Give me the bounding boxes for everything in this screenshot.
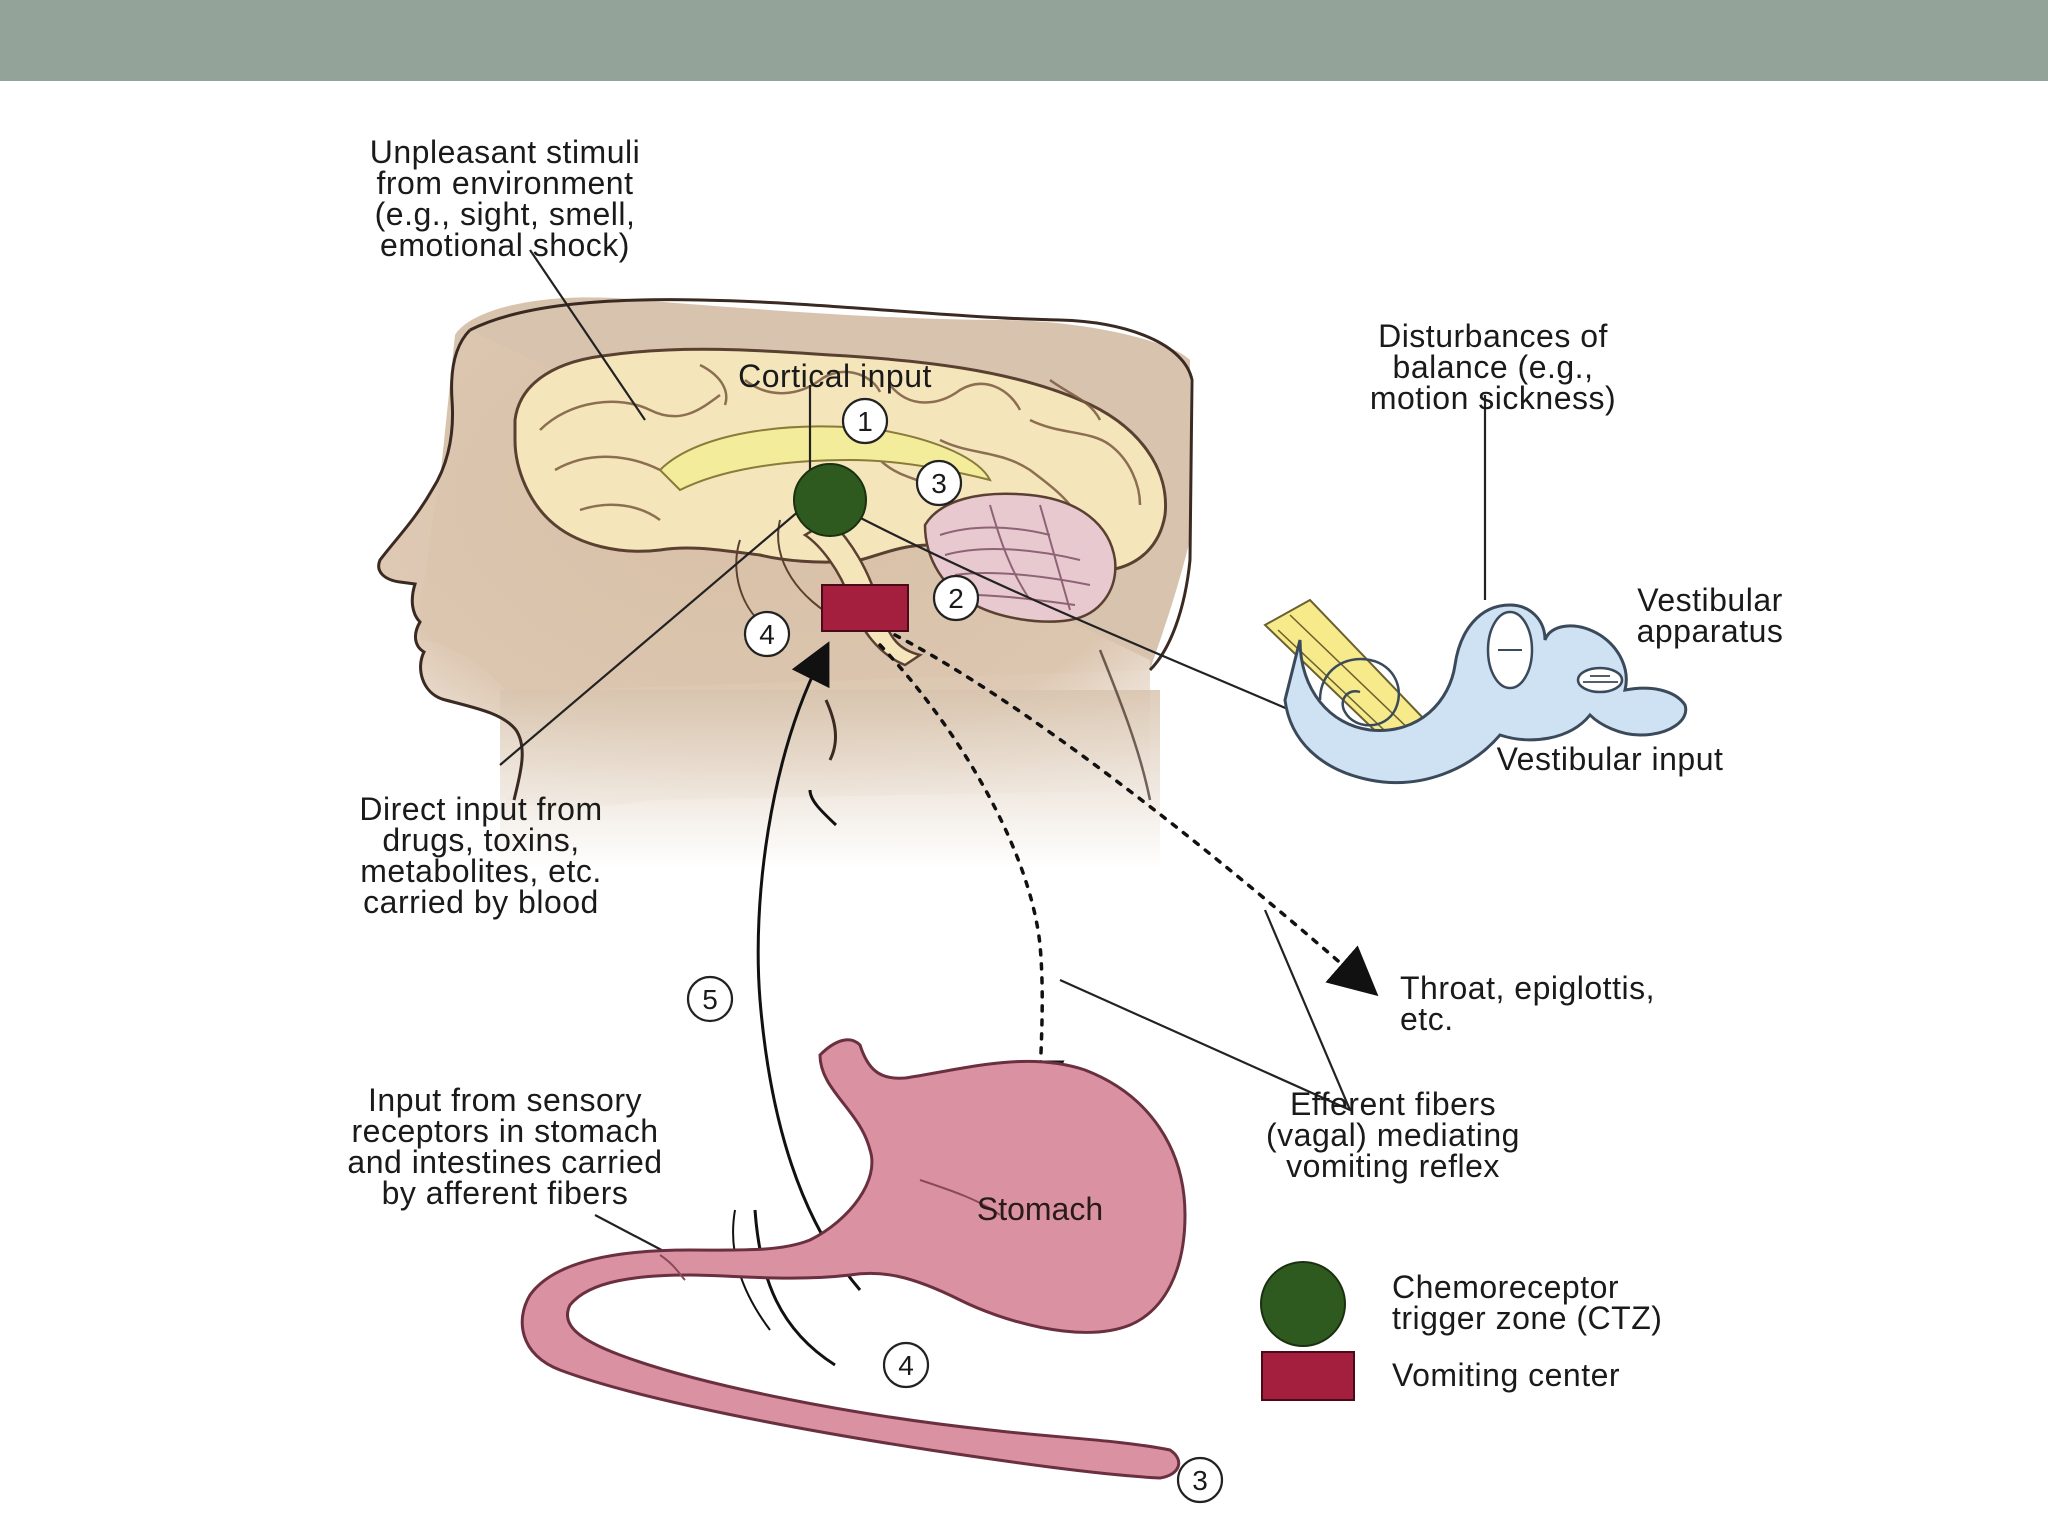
environment-label: Unpleasant stimuli from environment (e.g… [370, 134, 640, 263]
sensory-line-4: by afferent fibers [382, 1175, 629, 1211]
leader-lines [499, 249, 1487, 1266]
legend-ctz-line-1: Chemoreceptor [1392, 1269, 1619, 1305]
efferent-line-2: (vagal) mediating [1266, 1117, 1520, 1153]
afferent-fiber-line [753, 1209, 836, 1367]
efferent-arrow-stomach [878, 643, 1065, 1110]
brain [513, 347, 1168, 667]
environment-line-3: (e.g., sight, smell, [375, 196, 636, 232]
marker-5-label: 5 [702, 984, 718, 1015]
vomiting-center-square [821, 584, 909, 632]
marker-1: 1 [841, 397, 889, 445]
marker-2: 2 [932, 574, 980, 622]
marker-3-intestine: 3 [1176, 1456, 1224, 1504]
direct-input-line-2: drugs, toxins, [382, 822, 579, 858]
vestibular-apparatus-line-2: apparatus [1637, 613, 1784, 649]
efferent-arrow-throat [893, 633, 1379, 997]
throat-label: Throat, epiglottis, etc. [1400, 970, 1655, 1037]
balance-label: Disturbances of balance (e.g., motion si… [1370, 318, 1616, 416]
direct-input-line-4: carried by blood [363, 884, 599, 920]
direct-input-label: Direct input from drugs, toxins, metabol… [359, 791, 602, 920]
legend-ctz-line-2: trigger zone (CTZ) [1392, 1300, 1662, 1336]
efferent-line-1: Efferent fibers [1290, 1086, 1496, 1122]
direct-input-line-3: metabolites, etc. [360, 853, 602, 889]
efferent-line-3: vomiting reflex [1286, 1148, 1500, 1184]
stomach [520, 1038, 1187, 1480]
stomach-label: Stomach [977, 1191, 1103, 1227]
marker-2-label: 2 [948, 583, 964, 614]
sensory-line-3: and intestines carried [347, 1144, 662, 1180]
marker-3-brain: 3 [915, 459, 963, 507]
sensory-line-2: receptors in stomach [351, 1113, 658, 1149]
efferent-pathway [878, 633, 1379, 1110]
marker-4-head: 4 [743, 610, 791, 658]
throat-line-2: etc. [1400, 1001, 1454, 1037]
balance-line-1: Disturbances of [1378, 318, 1608, 354]
marker-3-intestine-label: 3 [1192, 1465, 1208, 1496]
vestibular-apparatus [1263, 598, 1688, 785]
sensory-label: Input from sensory receptors in stomach … [347, 1082, 662, 1211]
direct-input-leader [499, 509, 801, 766]
vestibular-apparatus-label: Vestibular apparatus [1637, 582, 1784, 649]
legend-ctz-swatch [1260, 1261, 1346, 1347]
balance-line-2: balance (e.g., [1393, 349, 1594, 385]
legend-vomiting-label: Vomiting center [1392, 1357, 1620, 1393]
cortical-input-label: Cortical input [738, 358, 932, 394]
marker-5: 5 [686, 975, 734, 1023]
efferent-leader [1059, 909, 1353, 1113]
ctz-circle [793, 463, 867, 537]
environment-line-1: Unpleasant stimuli [370, 134, 640, 170]
environment-leader [529, 249, 646, 421]
marker-4-head-label: 4 [759, 619, 775, 650]
vestibular-input-label: Vestibular input [1497, 741, 1724, 777]
vestibular-apparatus-line-1: Vestibular [1637, 582, 1783, 618]
marker-1-label: 1 [857, 406, 873, 437]
direct-input-line-1: Direct input from [359, 791, 602, 827]
environment-line-4: emotional shock) [380, 227, 630, 263]
legend-vomiting-swatch [1261, 1351, 1355, 1401]
marker-4-stomach-label: 4 [898, 1350, 914, 1381]
balance-line-3: motion sickness) [1370, 380, 1616, 416]
sensory-line-1: Input from sensory [368, 1082, 642, 1118]
title-bar [0, 0, 2048, 81]
throat-line-1: Throat, epiglottis, [1400, 970, 1655, 1006]
afferent-arrow [756, 641, 862, 1291]
marker-4-stomach: 4 [882, 1341, 930, 1389]
legend: Chemoreceptor trigger zone (CTZ) Vomitin… [1260, 1261, 1662, 1401]
neck-line [808, 789, 838, 827]
vestibular-input-leader [844, 509, 1291, 712]
markers: 1 3 2 4 5 4 3 [686, 397, 1224, 1504]
marker-3-brain-label: 3 [931, 468, 947, 499]
efferent-label: Efferent fibers (vagal) mediating vomiti… [1266, 1086, 1520, 1184]
environment-line-2: from environment [377, 165, 634, 201]
